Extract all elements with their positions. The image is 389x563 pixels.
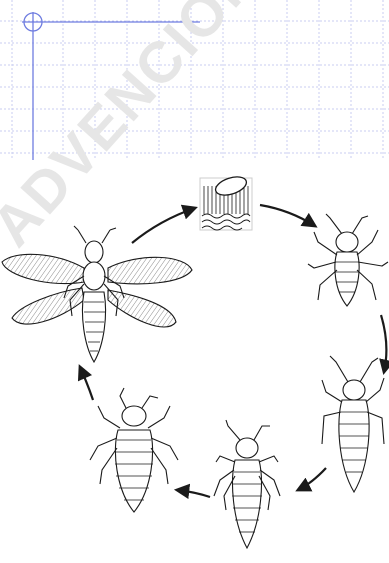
arrow-nymph3-to-nymph4 xyxy=(177,490,210,497)
wing-lower-left xyxy=(12,288,84,324)
watermark-text: ADVENCION NA xyxy=(0,0,343,259)
arrow-eggs-to-nymph1 xyxy=(260,205,315,226)
wing-upper-right xyxy=(108,257,192,284)
arrow-nymph1-to-nymph2 xyxy=(381,315,386,372)
wing-lower-right xyxy=(108,290,176,327)
nymph-stage-1-illustration xyxy=(308,214,388,306)
arrow-nymph4-to-adult xyxy=(80,367,93,400)
arrow-nymph2-to-nymph3 xyxy=(298,468,326,490)
eggs-on-bark-illustration xyxy=(200,173,252,230)
nymph-stage-4-illustration xyxy=(90,388,178,512)
nymph-stage-3-illustration xyxy=(214,420,280,548)
wing-upper-left xyxy=(2,254,84,283)
arrow-adult-to-eggs xyxy=(132,208,195,243)
nymph-stage-2-illustration xyxy=(322,356,384,492)
